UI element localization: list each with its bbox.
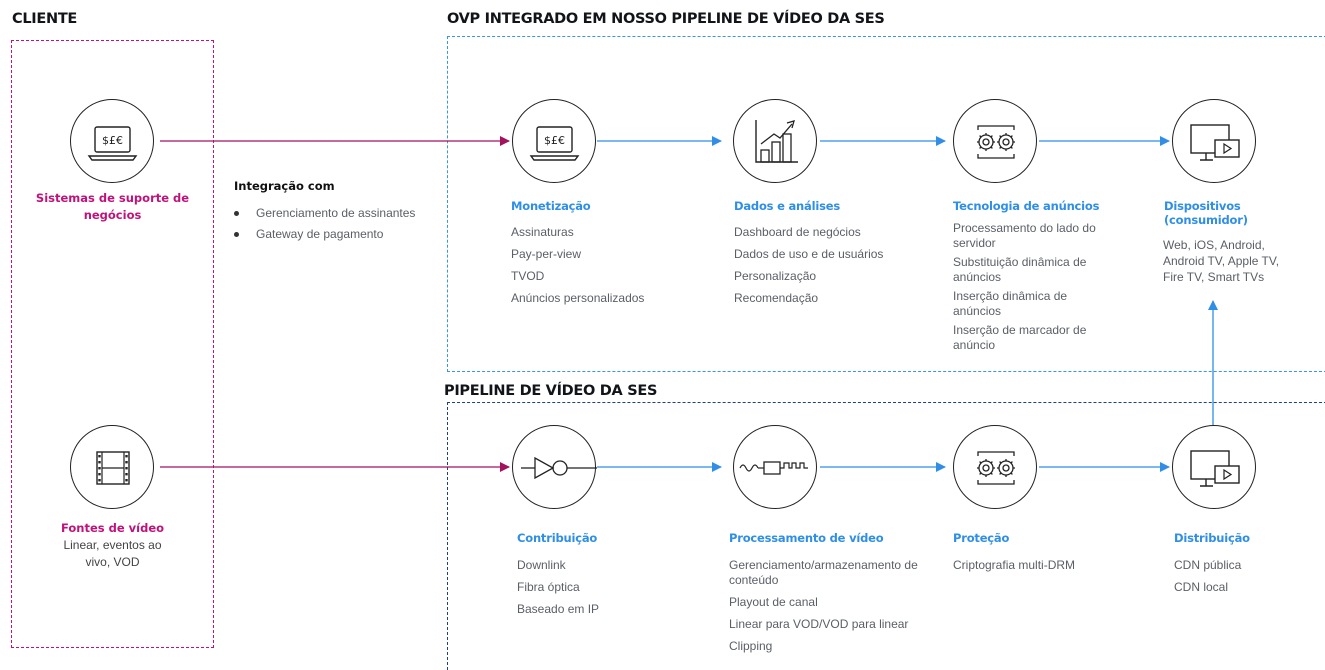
- list-item: Baseado em IP: [517, 602, 600, 616]
- bss-label: Sistemas de suporte de negócios: [35, 191, 190, 222]
- list-item: Gerenciamento/armazenamento de conteúdo: [729, 558, 918, 587]
- gears-icon: [953, 425, 1037, 509]
- devices-icon: [1172, 99, 1256, 183]
- distribution-list: CDN pública CDN local: [1174, 554, 1241, 598]
- list-item: Substituição dinâmica de anúncios: [953, 255, 1087, 284]
- signal-processing-icon: [733, 425, 817, 509]
- currency-laptop-icon: $£€: [512, 99, 596, 183]
- ovp-section-title: OVP INTEGRADO EM NOSSO PIPELINE DE VÍDEO…: [447, 11, 885, 27]
- analytics-list: Dashboard de negócios Dados de uso e de …: [734, 221, 883, 309]
- film-strip-icon: [70, 425, 154, 509]
- list-item: Linear para VOD/VOD para linear: [729, 617, 909, 631]
- video-sources-sub: Linear, eventos ao vivo, VOD: [63, 538, 162, 569]
- pipeline-section-title: PIPELINE DE VÍDEO DA SES: [444, 383, 658, 399]
- svg-text:$£€: $£€: [544, 134, 565, 147]
- monetization-list: Assinaturas Pay-per-view TVOD Anúncios p…: [511, 221, 644, 309]
- list-item: Playout de canal: [729, 595, 818, 609]
- devices-icon: [1172, 425, 1256, 509]
- client-box: [11, 40, 214, 648]
- monetization-title: Monetização: [511, 199, 591, 213]
- signal-amplifier-icon: [512, 425, 597, 509]
- analytics-title: Dados e análises: [734, 199, 840, 213]
- list-item: Dados de uso e de usuários: [734, 247, 884, 261]
- gears-icon: [953, 99, 1037, 183]
- list-item: Personalização: [734, 269, 817, 283]
- protection-title: Proteção: [953, 531, 1010, 545]
- list-item: Assinaturas: [511, 225, 574, 239]
- integration-title: Integração com: [234, 179, 335, 193]
- list-item: Downlink: [517, 558, 566, 572]
- integration-list: Gerenciamento de assinantes Gateway de p…: [232, 203, 415, 245]
- list-item: Fibra óptica: [517, 580, 580, 594]
- adtech-list: Processamento do lado do servidor Substi…: [953, 221, 1101, 357]
- ovp-box: [447, 36, 1325, 372]
- list-item: Recomendação: [734, 291, 819, 305]
- list-item: Gateway de pagamento: [232, 224, 415, 245]
- growth-chart-icon: [733, 99, 817, 183]
- pipeline-box: [447, 402, 1325, 670]
- video-sources-label: Fontes de vídeo: [60, 521, 165, 535]
- list-item: Inserção de marcador de anúncio: [953, 323, 1087, 352]
- contribution-list: Downlink Fibra óptica Baseado em IP: [517, 554, 599, 620]
- list-item: Processamento do lado do servidor: [953, 221, 1096, 250]
- devices-title: Dispositivos (consumidor): [1164, 199, 1248, 227]
- distribution-title: Distribuição: [1174, 531, 1250, 545]
- adtech-title: Tecnologia de anúncios: [953, 199, 1100, 213]
- protection-list: Criptografia multi-DRM: [953, 554, 1075, 576]
- currency-laptop-icon: $£€: [70, 99, 154, 183]
- contribution-title: Contribuição: [517, 531, 598, 545]
- client-section-title: CLIENTE: [12, 11, 78, 27]
- list-item: Pay-per-view: [511, 247, 582, 261]
- list-item: Dashboard de negócios: [734, 225, 861, 239]
- list-item: Gerenciamento de assinantes: [232, 203, 415, 224]
- processing-title: Processamento de vídeo: [729, 531, 884, 545]
- processing-list: Gerenciamento/armazenamento de conteúdo …: [729, 558, 934, 658]
- list-item: CDN pública: [1174, 558, 1242, 572]
- list-item: Clipping: [729, 639, 773, 653]
- devices-text: Web, iOS, Android, Android TV, Apple TV,…: [1163, 238, 1280, 284]
- list-item: Anúncios personalizados: [511, 291, 645, 305]
- list-item: CDN local: [1174, 580, 1229, 594]
- list-item: Inserção dinâmica de anúncios: [953, 289, 1068, 318]
- list-item: Criptografia multi-DRM: [953, 558, 1076, 572]
- list-item: TVOD: [511, 269, 545, 283]
- svg-text:$£€: $£€: [102, 134, 123, 147]
